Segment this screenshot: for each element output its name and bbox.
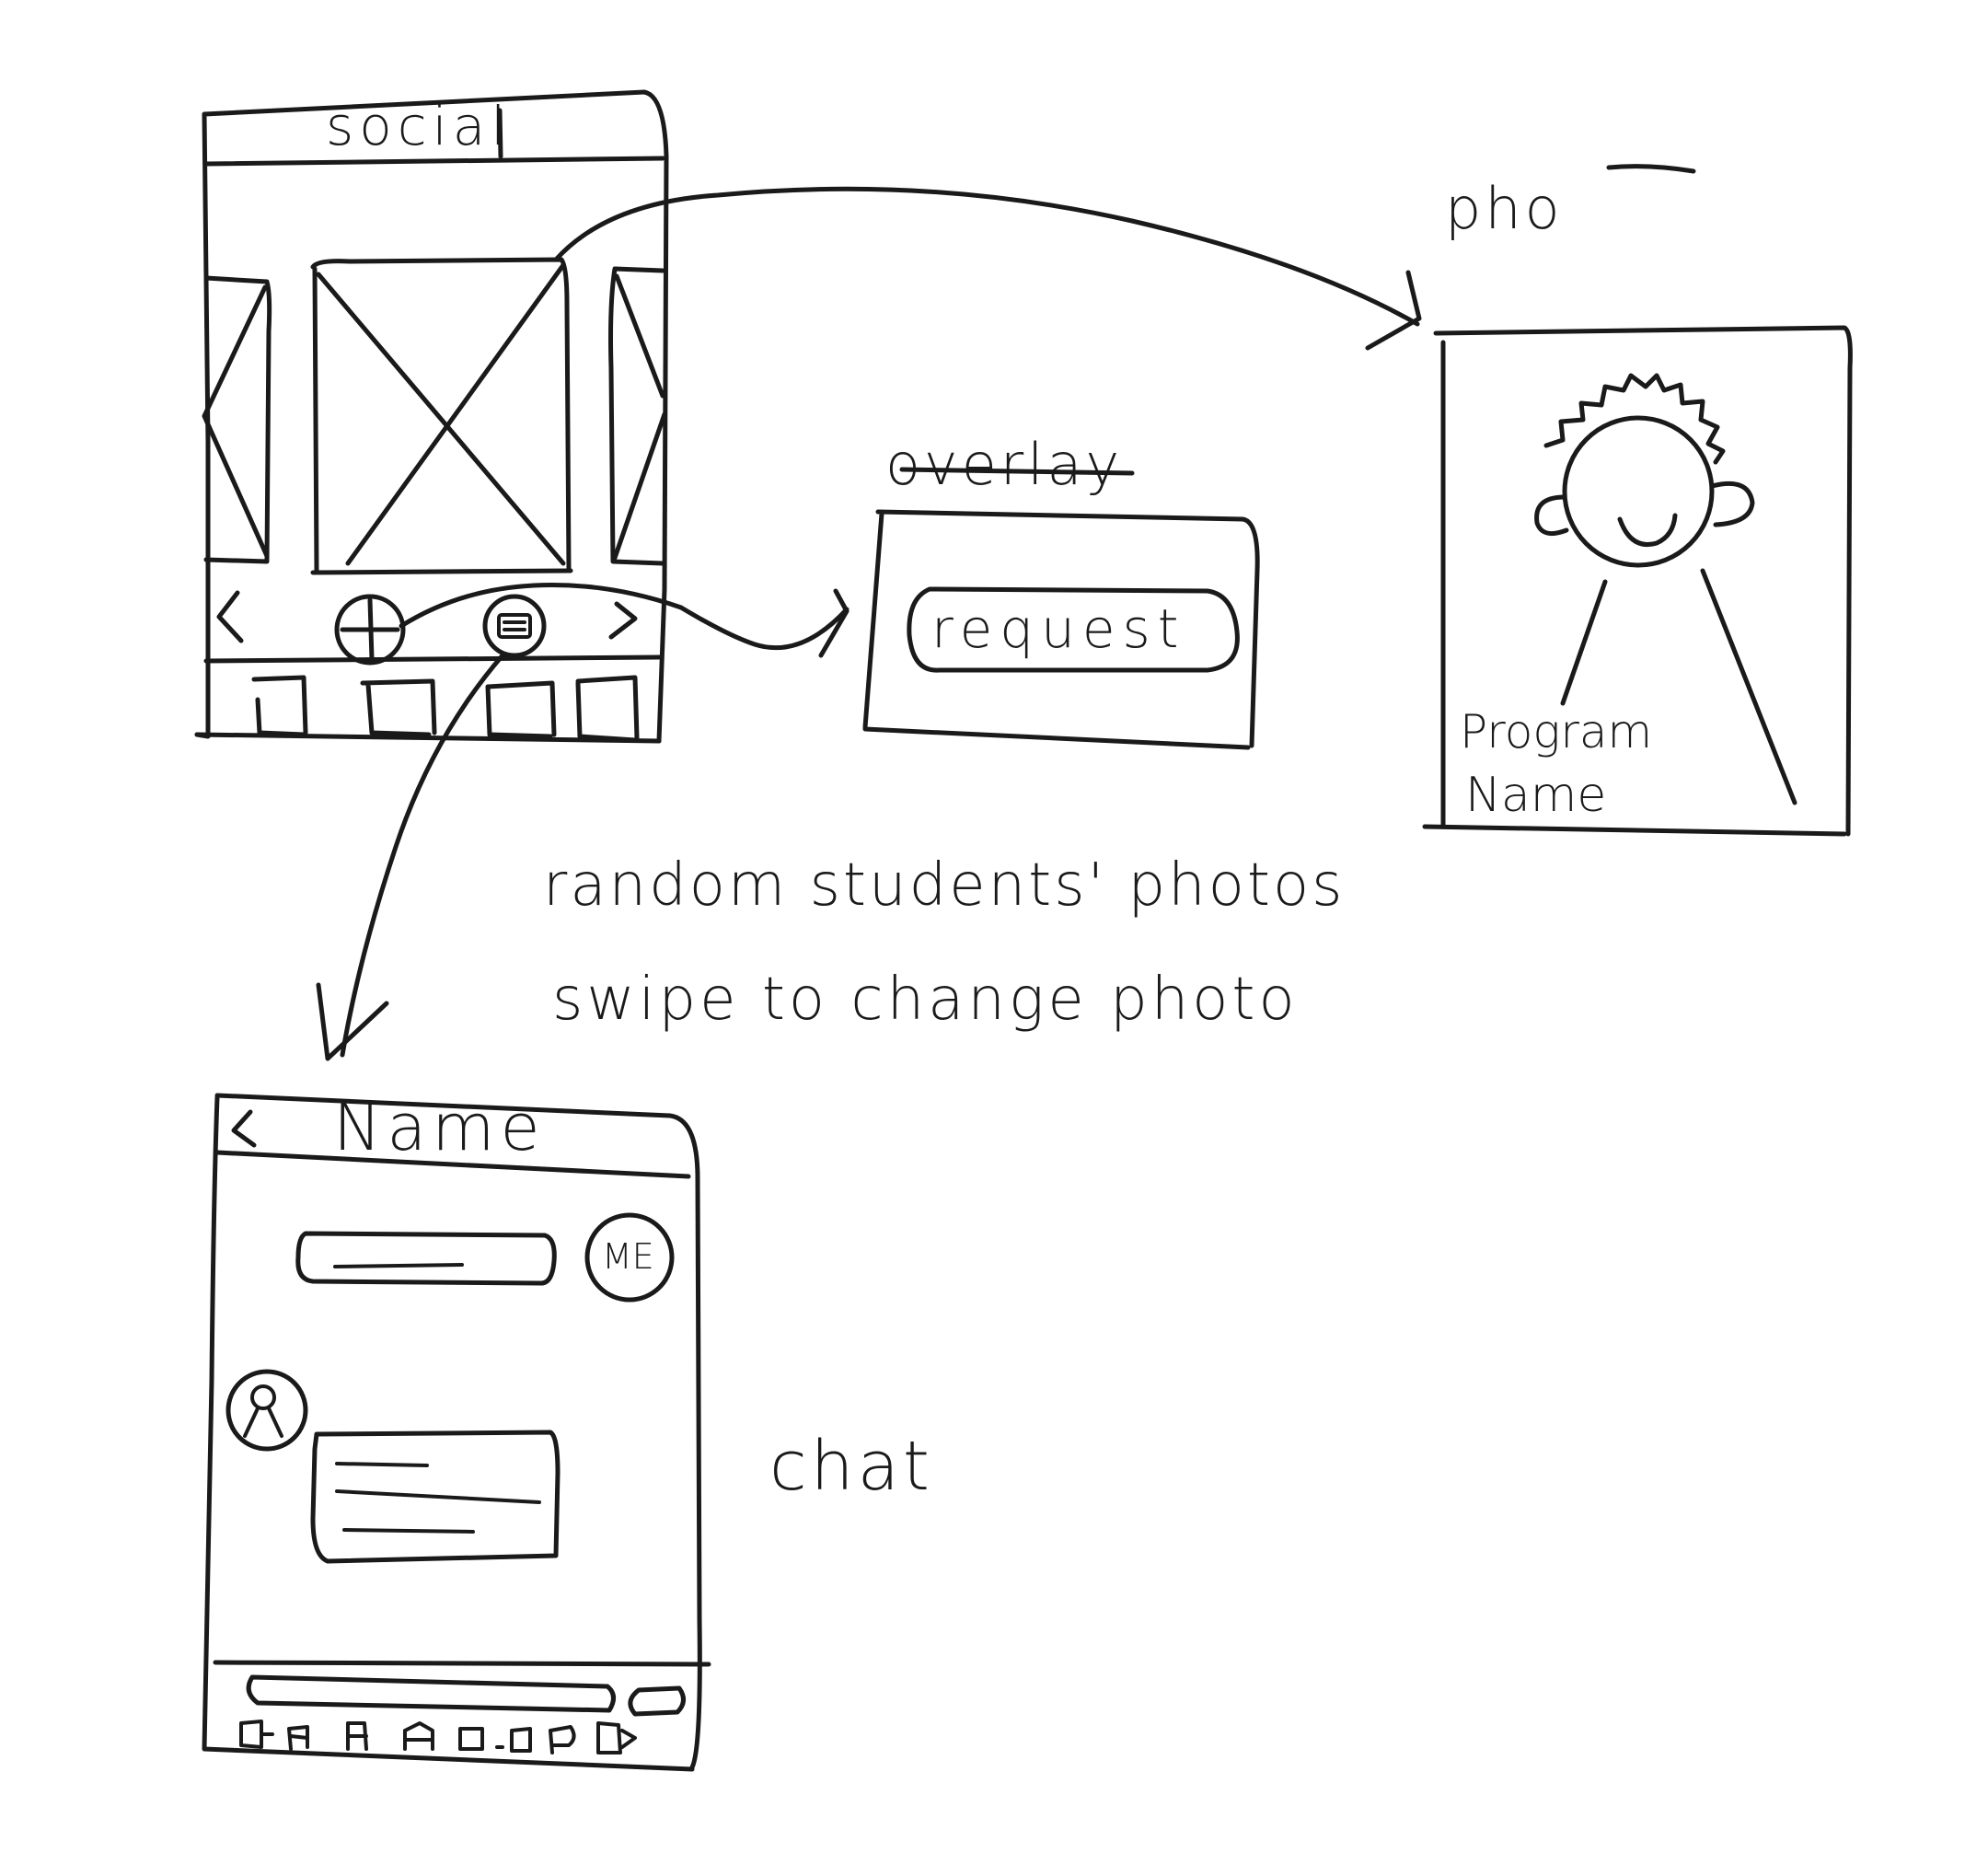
send-button[interactable]	[630, 1688, 684, 1714]
bottom-tab-3[interactable]	[488, 683, 554, 736]
overlay-title: overlay	[885, 436, 1123, 493]
social-prev-label: <	[214, 589, 254, 637]
emoji-bar[interactable]	[241, 1721, 635, 1753]
flow-arrow-to-photo	[556, 189, 1419, 348]
social-next-label: >	[607, 595, 644, 639]
other-message-bubble	[313, 1432, 558, 1561]
bottom-tab-2[interactable]	[363, 681, 434, 735]
note-line-2: swipe to change photo	[552, 970, 1299, 1029]
main-photo-placeholder[interactable]	[313, 260, 571, 573]
request-button-label: request	[931, 602, 1185, 655]
program-name-line2: Name	[1465, 771, 1606, 819]
my-message-bubble	[298, 1233, 554, 1283]
right-photo-placeholder[interactable]	[611, 269, 665, 563]
social-title: social	[326, 99, 511, 153]
photo-screen-title: pho	[1445, 180, 1564, 237]
program-name-line1: Program	[1460, 709, 1652, 755]
chat-back-label: <	[230, 1105, 267, 1149]
left-photo-placeholder[interactable]	[204, 278, 270, 562]
flow-arrow-to-chat	[318, 655, 503, 1059]
chat-caption: chat	[769, 1432, 933, 1500]
chat-header-title: Name	[333, 1095, 546, 1160]
message-input[interactable]	[248, 1677, 613, 1710]
message-button[interactable]	[485, 596, 544, 655]
other-user-avatar[interactable]	[228, 1372, 306, 1449]
note-line-1: random students' photos	[543, 856, 1345, 915]
add-button[interactable]	[337, 596, 403, 663]
my-avatar-label: ME	[602, 1239, 654, 1274]
bottom-tab-1[interactable]	[254, 677, 306, 735]
bottom-tab-4[interactable]	[578, 677, 637, 740]
